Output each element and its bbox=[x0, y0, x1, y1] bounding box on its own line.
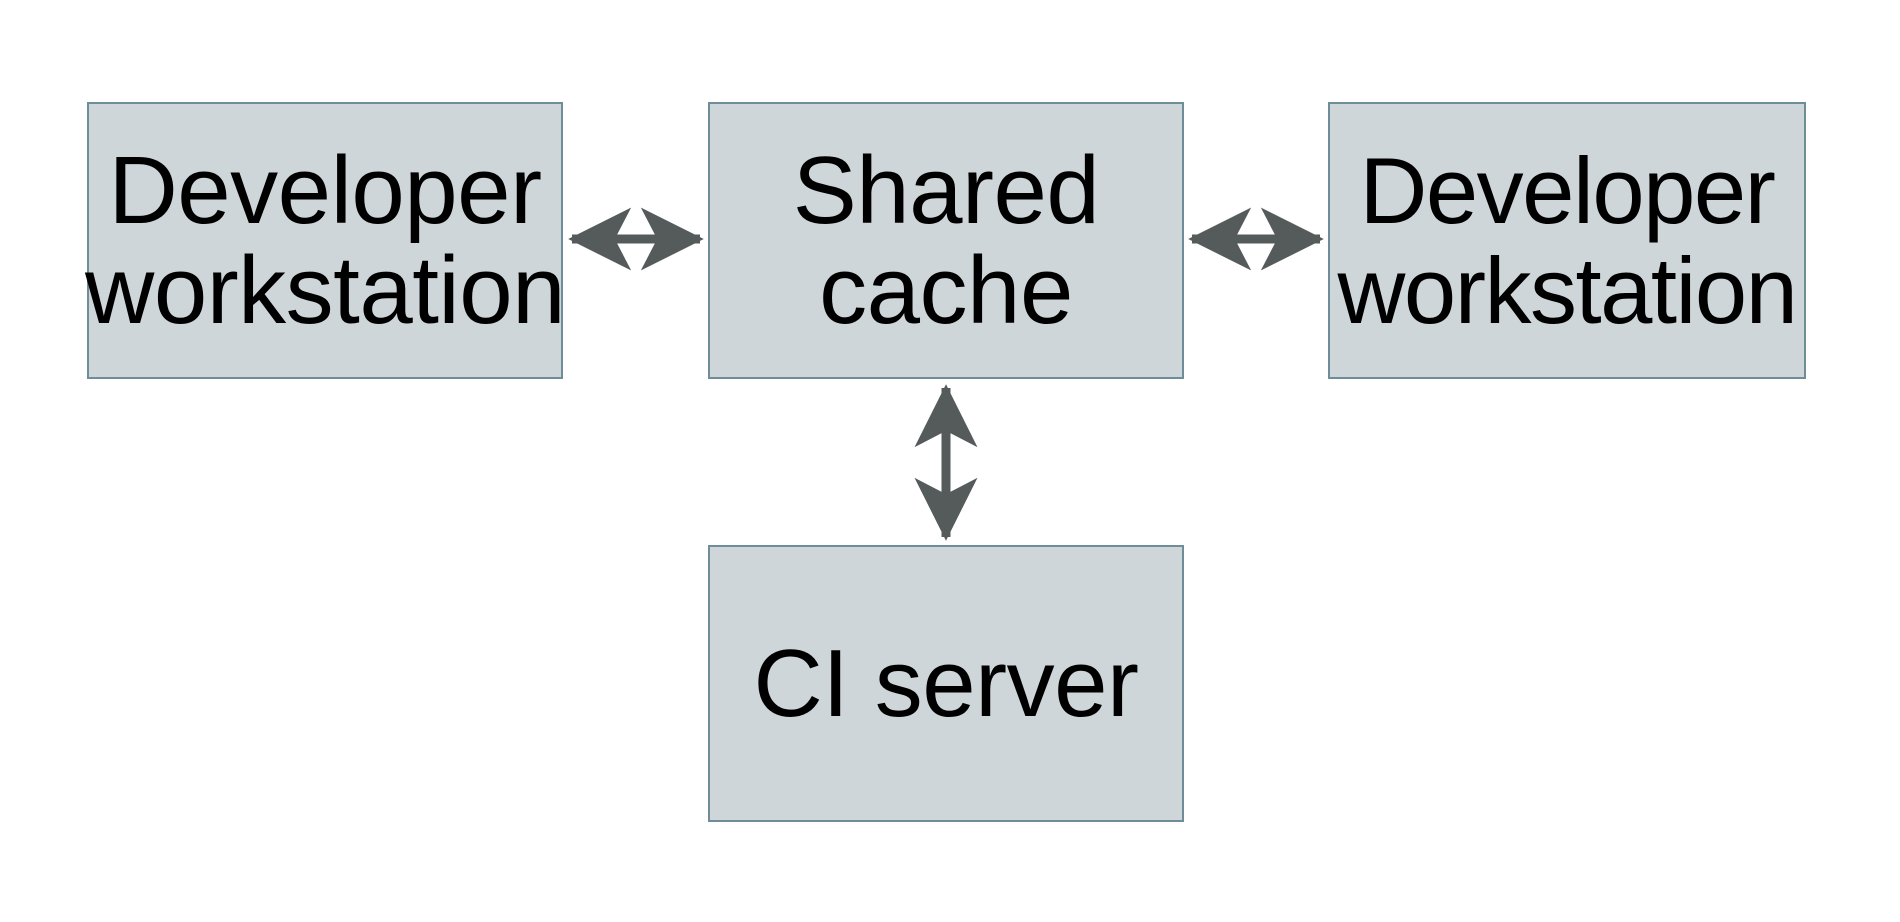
node-label: Developer workstation bbox=[84, 136, 566, 344]
node-developer-workstation-left[interactable]: Developer workstation bbox=[85, 102, 566, 379]
node-developer-workstation-right[interactable]: Developer workstation bbox=[1328, 102, 1806, 379]
node-label: Developer workstation bbox=[1337, 137, 1798, 343]
node-ci-server[interactable]: CI server bbox=[708, 545, 1184, 822]
node-label: CI server bbox=[753, 629, 1139, 737]
node-label: Shared cache bbox=[792, 136, 1100, 344]
node-shared-cache[interactable]: Shared cache bbox=[708, 102, 1184, 379]
